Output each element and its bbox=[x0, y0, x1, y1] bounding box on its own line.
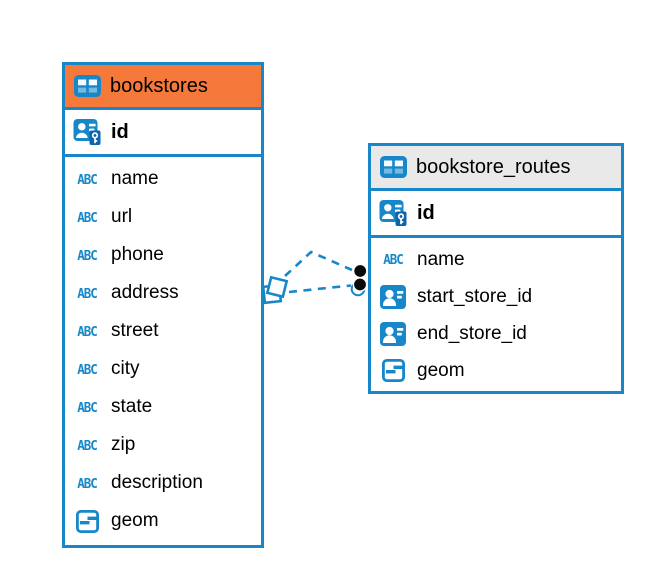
column-row[interactable]: geom bbox=[65, 502, 261, 540]
column-row-pk[interactable]: id bbox=[65, 110, 261, 157]
relation-dot-ring bbox=[350, 281, 366, 297]
column-name: zip bbox=[111, 434, 136, 455]
entity-title: bookstore_routes bbox=[416, 155, 571, 178]
entity-table-bookstores[interactable]: bookstores id ABC name ABC url bbox=[62, 62, 264, 548]
column-row[interactable]: ABC url bbox=[65, 198, 261, 236]
column-row[interactable]: ABC description bbox=[65, 464, 261, 502]
text-type-icon: ABC bbox=[383, 251, 404, 268]
relation-line-2[interactable] bbox=[288, 284, 352, 294]
primary-key-icon bbox=[71, 118, 103, 146]
column-name: url bbox=[111, 206, 133, 227]
entity-header-bookstores[interactable]: bookstores bbox=[65, 65, 261, 110]
primary-key-icon bbox=[377, 199, 409, 227]
geometry-type-icon bbox=[377, 359, 409, 382]
column-row[interactable]: ABC address bbox=[65, 274, 261, 312]
column-name: end_store_id bbox=[417, 322, 527, 344]
column-row[interactable]: ABC name bbox=[65, 160, 261, 198]
text-type-icon: ABC bbox=[77, 247, 98, 263]
table-icon bbox=[380, 156, 407, 178]
column-name: description bbox=[111, 472, 203, 493]
column-name: address bbox=[111, 282, 179, 303]
text-type-icon: ABC bbox=[77, 171, 98, 187]
column-name: id bbox=[111, 120, 129, 143]
column-row[interactable]: ABC phone bbox=[65, 236, 261, 274]
column-name: id bbox=[417, 201, 435, 224]
table-icon bbox=[74, 75, 101, 97]
column-row-pk[interactable]: id bbox=[371, 191, 621, 238]
text-type-icon: ABC bbox=[77, 437, 98, 453]
relation-dot-marker-1 bbox=[352, 263, 368, 279]
geometry-type-icon bbox=[71, 509, 103, 533]
column-row[interactable]: geom bbox=[371, 352, 621, 389]
text-type-icon: ABC bbox=[77, 399, 98, 415]
entity-header-bookstore-routes[interactable]: bookstore_routes bbox=[371, 146, 621, 191]
column-row[interactable]: ABC zip bbox=[65, 426, 261, 464]
column-name: name bbox=[417, 248, 465, 270]
text-type-icon: ABC bbox=[77, 361, 98, 377]
relation-dot-marker-2 bbox=[352, 277, 368, 292]
relation-diamond-marker-front bbox=[265, 275, 289, 299]
column-list: ABC name ABC url ABC phone ABC address A… bbox=[65, 157, 261, 542]
column-name: city bbox=[111, 358, 140, 379]
column-row[interactable]: ABC city bbox=[65, 350, 261, 388]
text-type-icon: ABC bbox=[77, 285, 98, 301]
column-name: geom bbox=[111, 510, 159, 531]
entity-table-bookstore-routes[interactable]: bookstore_routes id ABC name bbox=[368, 143, 624, 394]
column-name: geom bbox=[417, 359, 465, 381]
reference-column-icon bbox=[377, 321, 409, 346]
column-row[interactable]: start_store_id bbox=[371, 278, 621, 315]
relation-diamond-marker-back bbox=[261, 283, 283, 305]
reference-column-icon bbox=[377, 284, 409, 309]
column-row[interactable]: end_store_id bbox=[371, 315, 621, 352]
text-type-icon: ABC bbox=[77, 209, 98, 225]
entity-title: bookstores bbox=[110, 74, 208, 97]
column-name: phone bbox=[111, 244, 164, 265]
column-name: name bbox=[111, 168, 159, 189]
text-type-icon: ABC bbox=[77, 323, 98, 339]
relation-line-1[interactable] bbox=[284, 250, 353, 277]
column-name: street bbox=[111, 320, 159, 341]
column-name: state bbox=[111, 396, 153, 417]
column-row[interactable]: ABC street bbox=[65, 312, 261, 350]
column-list: ABC name start_store_id bbox=[371, 238, 621, 391]
column-name: start_store_id bbox=[417, 285, 533, 307]
column-row[interactable]: ABC name bbox=[371, 241, 621, 278]
column-row[interactable]: ABC state bbox=[65, 388, 261, 426]
text-type-icon: ABC bbox=[77, 475, 98, 491]
